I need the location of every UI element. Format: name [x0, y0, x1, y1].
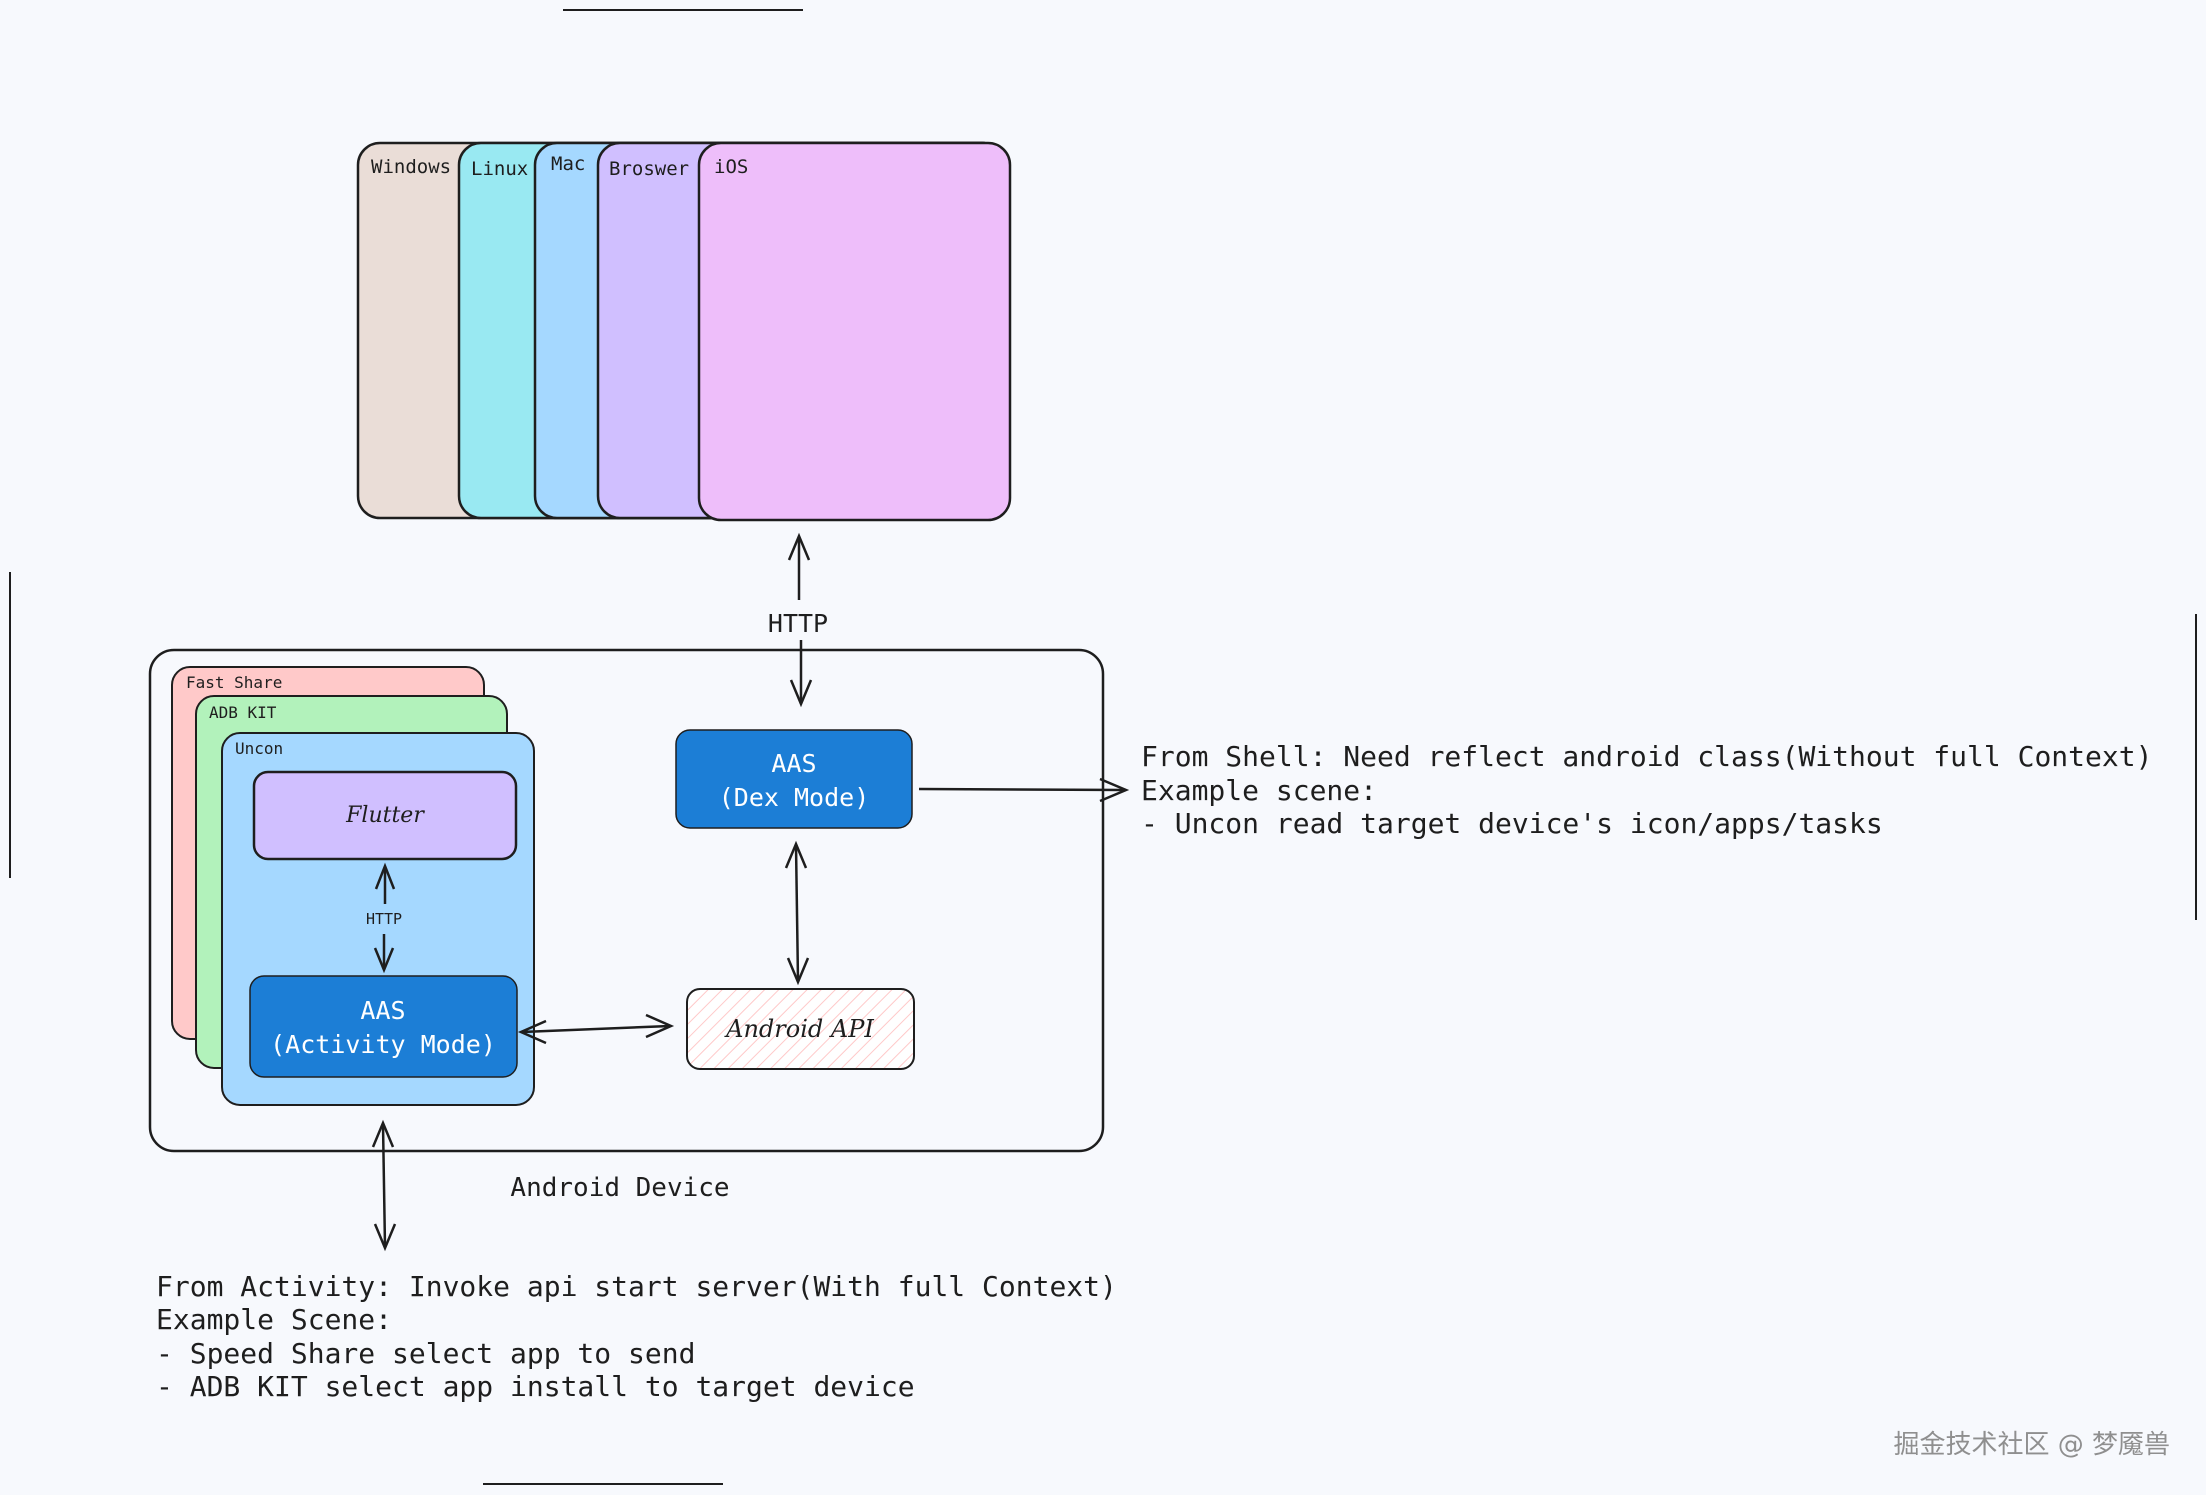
ios-label: iOS	[714, 156, 748, 178]
aas-dex-box	[675, 729, 913, 829]
activity-api-arrow	[517, 1013, 675, 1045]
arrowhead-down-inner	[373, 947, 395, 974]
android-api-label: Android API	[724, 1015, 874, 1043]
aas-dex-title: AAS	[771, 749, 816, 778]
activity-note-line-2: Example Scene:	[156, 1303, 392, 1336]
aas-activity-title: AAS	[360, 996, 405, 1025]
shell-note-line-3: - Uncon read target device's icon/apps/t…	[1141, 807, 1883, 840]
android-device-frame	[148, 648, 1105, 1153]
ios-card	[697, 141, 1012, 522]
device-activity-arrow	[371, 1119, 397, 1252]
aas-dex-mode: (Dex Mode)	[719, 783, 870, 812]
arrowhead-down	[789, 679, 813, 708]
linux-label: Linux	[471, 158, 528, 180]
arrowhead-down-note	[373, 1223, 397, 1252]
dex-shell-arrow	[918, 777, 1130, 803]
activity-note-line-1: From Activity: Invoke api start server(W…	[156, 1270, 1117, 1303]
platform-labels: Windows Linux Mac Broswer iOS	[371, 153, 748, 180]
device-activity-line	[381, 1123, 387, 1248]
platform-stack	[356, 141, 1012, 522]
edge-decorations	[9, 9, 2197, 1485]
shell-note-line-1: From Shell: Need reflect android class(W…	[1141, 740, 2152, 773]
flutter-label: Flutter	[345, 803, 425, 828]
uncon-label: Uncon	[235, 739, 283, 758]
android-device-label: Android Device	[510, 1173, 729, 1203]
dex-api-arrow	[784, 840, 810, 986]
activity-note-line-3: - Speed Share select app to send	[156, 1337, 695, 1370]
adb-kit-label: ADB KIT	[209, 703, 277, 722]
watermark: 掘金技术社区 @ 梦魇兽	[1893, 1430, 2170, 1460]
fast-share-label: Fast Share	[186, 673, 282, 692]
dex-api-line	[794, 844, 800, 982]
arrowhead-down-api	[786, 957, 810, 986]
mac-label: Mac	[551, 153, 585, 175]
windows-label: Windows	[371, 156, 451, 178]
arrowhead-up-dex	[784, 840, 808, 869]
aas-activity-mode: (Activity Mode)	[270, 1030, 496, 1059]
browser-label: Broswer	[609, 158, 689, 180]
activity-note-line-4: - ADB KIT select app install to target d…	[156, 1370, 915, 1403]
shell-note: From Shell: Need reflect android class(W…	[1141, 740, 2152, 840]
activity-note: From Activity: Invoke api start server(W…	[156, 1270, 1117, 1403]
aas-activity-box	[249, 975, 518, 1078]
activity-api-line	[521, 1024, 671, 1034]
arrowhead-left-activity	[517, 1019, 547, 1045]
shell-note-line-2: Example scene:	[1141, 774, 1377, 807]
http-link-inner	[373, 862, 396, 974]
flutter-box	[252, 770, 518, 861]
http-label: HTTP	[768, 609, 828, 638]
http-inner-label: HTTP	[366, 910, 402, 928]
app-stack-labels: Fast Share ADB KIT Uncon	[186, 673, 283, 758]
arrowhead-up-device	[371, 1119, 395, 1148]
arrowhead-right-shell	[1099, 777, 1130, 803]
arrowhead-up	[787, 532, 811, 561]
arrowhead-up-inner	[374, 862, 396, 890]
dex-shell-line	[918, 787, 1127, 792]
android-api-box	[686, 988, 915, 1070]
arrowhead-right-api	[645, 1013, 675, 1039]
